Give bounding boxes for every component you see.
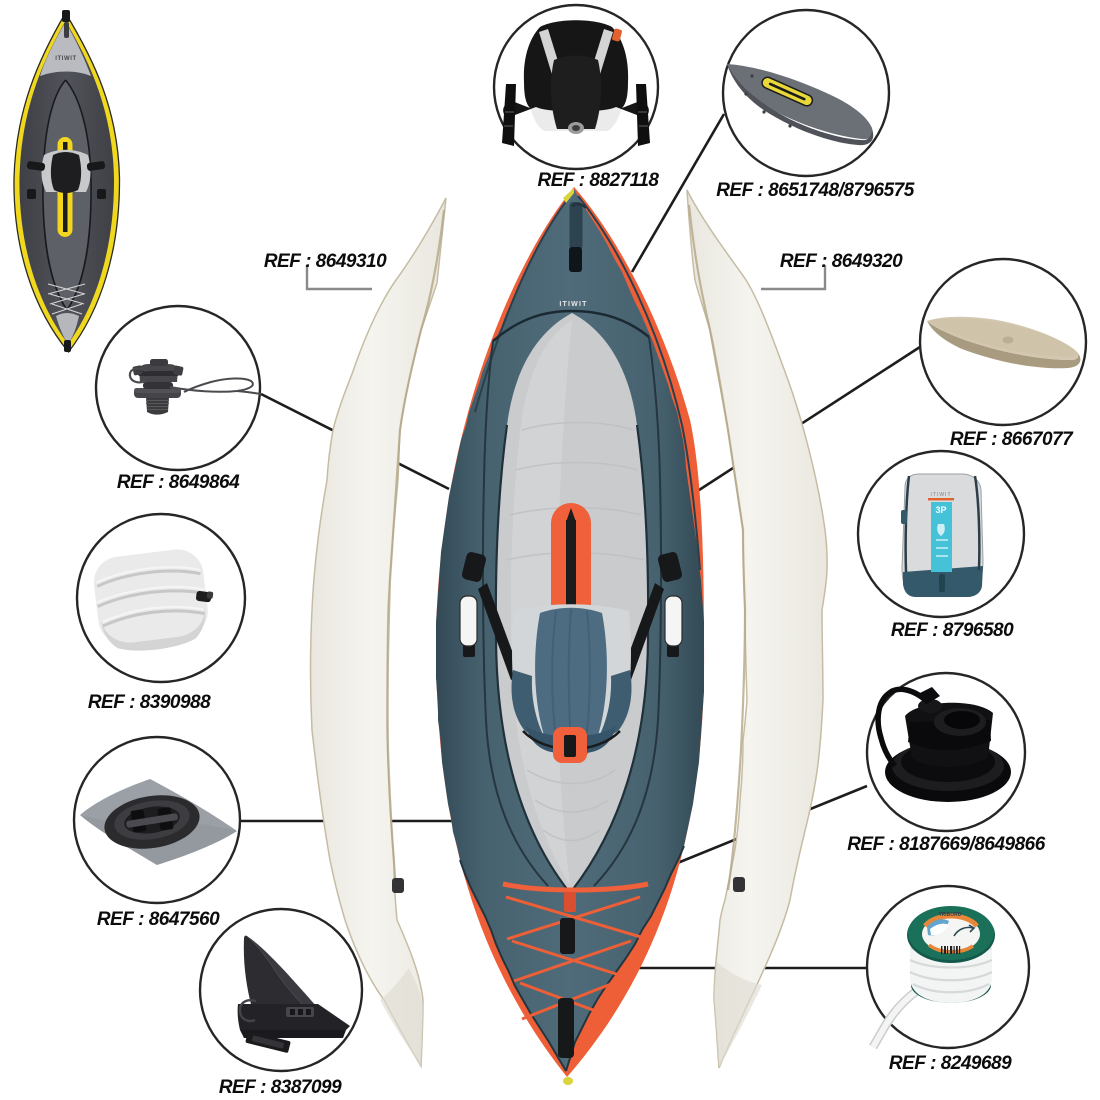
svg-text:REF : 8187669/8649866: REF : 8187669/8649866	[847, 834, 1046, 855]
svg-text:ITIWIT: ITIWIT	[55, 56, 77, 62]
svg-text:3P: 3P	[935, 505, 946, 515]
svg-text:REF : 8667077: REF : 8667077	[950, 429, 1074, 450]
svg-text:REF : 8387099: REF : 8387099	[219, 1077, 342, 1098]
svg-text:ITIWIT: ITIWIT	[931, 492, 952, 498]
svg-text:REF : 8651748/8796575: REF : 8651748/8796575	[716, 180, 915, 201]
svg-text:REF : 8249689: REF : 8249689	[889, 1053, 1012, 1074]
svg-text:REF : 8390988: REF : 8390988	[88, 692, 211, 713]
svg-text:REF : 8649864: REF : 8649864	[117, 472, 240, 493]
svg-text:REF : 8796580: REF : 8796580	[891, 620, 1014, 641]
svg-text:REF : 8647560: REF : 8647560	[97, 909, 220, 930]
svg-text:TRIBORD: TRIBORD	[939, 912, 962, 918]
svg-text:ITIWIT: ITIWIT	[559, 301, 587, 308]
svg-text:REF : 8649320: REF : 8649320	[780, 251, 903, 272]
svg-text:REF : 8649310: REF : 8649310	[264, 251, 387, 272]
svg-text:REF : 8827118: REF : 8827118	[538, 170, 660, 191]
